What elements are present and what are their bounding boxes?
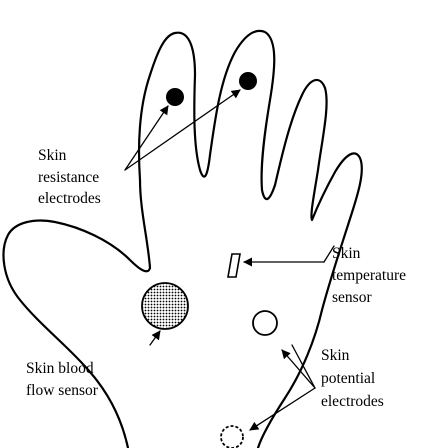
label-skin-potential: Skin potential electrodes: [321, 347, 384, 410]
temperature-sensor: [228, 254, 240, 277]
potential-electrode-1: [253, 311, 277, 335]
label-skin-temperature: Skin temperature sensor: [332, 245, 410, 306]
blood-flow-sensor: [142, 283, 188, 329]
potential-electrode-2: [221, 426, 243, 448]
resistance-arrow-1: [125, 106, 168, 170]
resistance-electrode-1: [166, 88, 184, 106]
label-skin-resistance: Skin resistance electrodes: [38, 147, 103, 207]
blood-flow-arrow: [150, 331, 160, 345]
resistance-electrode-2: [239, 72, 257, 90]
label-skin-blood-flow: Skin blood flow sensor: [26, 360, 99, 399]
potential-arrow-1: [282, 350, 315, 388]
potential-arrow-2: [250, 388, 315, 430]
